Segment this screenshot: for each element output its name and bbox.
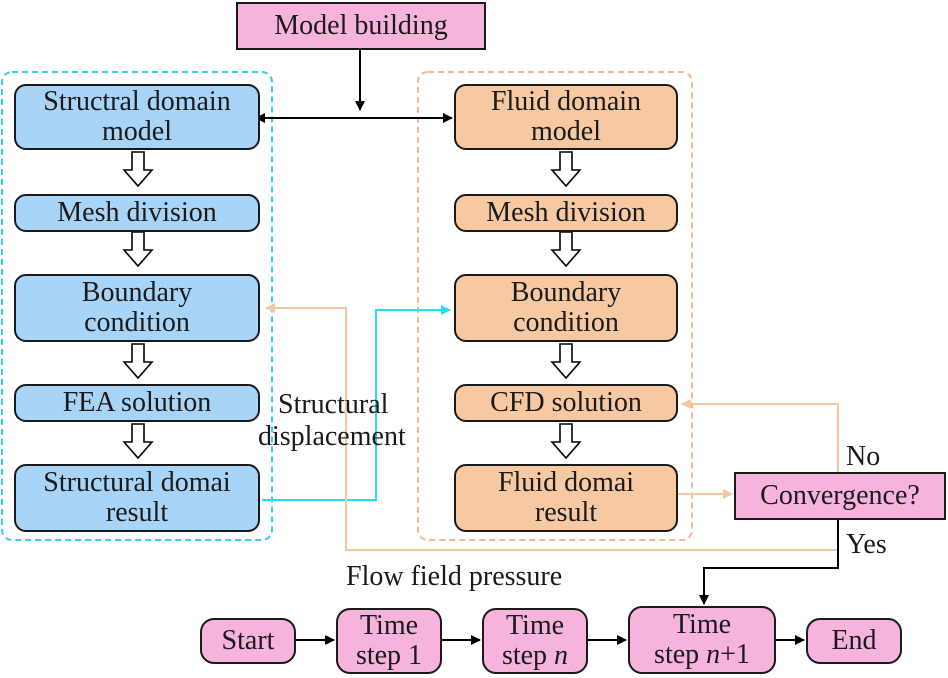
arrow-yes <box>699 520 839 605</box>
time-step-n-prefix: step <box>501 640 555 671</box>
fluid-flow-arrows <box>550 151 582 460</box>
start-box: Start <box>200 618 296 664</box>
hollow-arrow-icon <box>550 151 582 188</box>
hollow-arrow-icon <box>550 343 582 380</box>
flow-field-pressure-label: Flow field pressure <box>346 561 563 592</box>
structural-flow-arrows <box>122 151 154 460</box>
fluid-model-box: Fluid domain model <box>454 84 678 150</box>
fluid-model-line2: model <box>531 116 601 147</box>
time-step-n1-box: Time step n+1 <box>628 606 776 674</box>
model-building-box: Model building <box>236 2 486 50</box>
structural-mesh-box: Mesh division <box>14 194 260 232</box>
structural-boundary-box: Boundary condition <box>14 274 260 342</box>
hollow-arrow-icon <box>122 231 154 268</box>
structural-group-border <box>1 71 273 541</box>
structural-displacement-label-line2: displacement <box>258 421 406 452</box>
arrow-structural-displacement <box>262 305 451 501</box>
time-step-1-line1: Time <box>359 610 419 641</box>
structural-boundary-line1: Boundary <box>81 277 193 308</box>
structural-mesh-label: Mesh division <box>57 197 217 228</box>
convergence-box: Convergence? <box>734 472 946 520</box>
fea-solution-label: FEA solution <box>62 387 212 418</box>
structural-displacement-label-line1: Structural <box>278 389 389 420</box>
time-step-n1-suffix: +1 <box>720 639 750 670</box>
fluid-boundary-line1: Boundary <box>510 277 622 308</box>
yes-label: Yes <box>846 529 887 560</box>
structural-result-line2: result <box>105 497 169 528</box>
structural-result-line1: Structural domai <box>43 467 231 498</box>
convergence-label: Convergence? <box>760 480 920 511</box>
fluid-result-box: Fluid domai result <box>454 464 678 532</box>
fea-solution-box: FEA solution <box>14 384 260 422</box>
cfd-solution-box: CFD solution <box>454 384 678 422</box>
hollow-arrow-icon <box>122 423 154 460</box>
hollow-arrow-icon <box>550 231 582 268</box>
fluid-result-line1: Fluid domai <box>497 467 635 498</box>
no-label: No <box>846 441 881 472</box>
time-step-n1-var: n <box>706 639 721 670</box>
time-step-n-line1: Time <box>505 610 565 641</box>
structural-model-box: Structral domain model <box>14 84 260 150</box>
hollow-arrow-icon <box>122 343 154 380</box>
hollow-arrow-icon <box>550 423 582 460</box>
time-step-n1-line2: step n+1 <box>654 640 750 670</box>
fluid-group-border <box>417 71 693 541</box>
structural-model-line2: model <box>102 116 172 147</box>
time-step-1-box: Time step 1 <box>336 608 442 674</box>
time-step-n-var: n <box>554 640 569 671</box>
fluid-mesh-box: Mesh division <box>454 194 678 232</box>
cfd-solution-label: CFD solution <box>490 387 642 418</box>
fluid-boundary-box: Boundary condition <box>454 274 678 342</box>
structural-model-line1: Structral domain <box>43 86 231 117</box>
time-step-1-line2: step 1 <box>355 640 423 671</box>
fluid-model-line1: Fluid domain <box>490 86 642 117</box>
time-step-n-line2: step n <box>502 641 568 671</box>
time-step-n-box: Time step n <box>482 608 588 674</box>
time-step-n1-prefix: step <box>654 639 707 670</box>
arrow-no-loop <box>681 399 839 472</box>
hollow-arrow-icon <box>122 151 154 188</box>
time-step-n1-line1: Time <box>672 609 732 640</box>
fluid-mesh-label: Mesh division <box>486 197 646 228</box>
structural-result-box: Structural domai result <box>14 464 260 532</box>
fluid-result-line2: result <box>534 497 598 528</box>
end-label: End <box>831 625 877 656</box>
structural-boundary-line2: condition <box>84 307 190 338</box>
end-box: End <box>806 618 902 664</box>
model-building-label: Model building <box>274 10 448 41</box>
start-label: Start <box>221 625 275 656</box>
fluid-boundary-line2: condition <box>513 307 619 338</box>
